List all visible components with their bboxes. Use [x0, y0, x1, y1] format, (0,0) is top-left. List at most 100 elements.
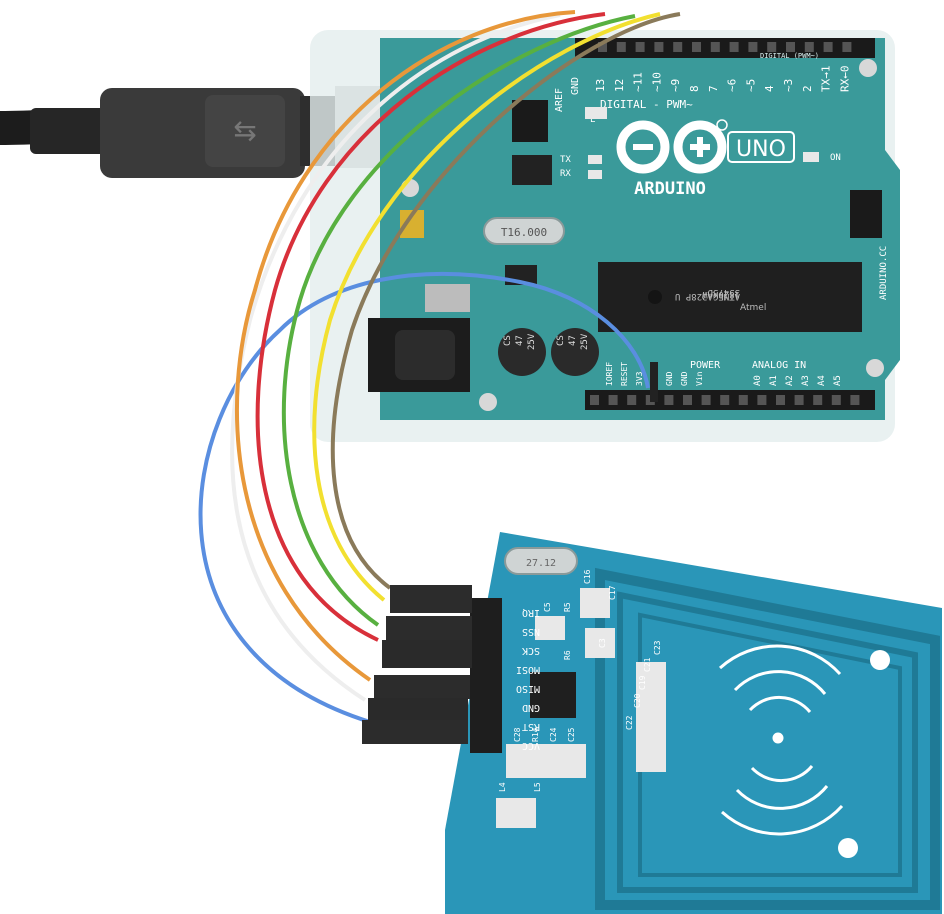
wire-green [281, 14, 636, 627]
rfid-component-label: L4 [498, 782, 507, 792]
digital-pin-hole [729, 42, 739, 52]
header-pin-hole [590, 395, 599, 405]
digital-pin-hole [804, 42, 814, 52]
dupont-connectors [362, 362, 658, 744]
rf-symbol [718, 644, 844, 836]
digital-header-label: DIGITAL (PWM~) [760, 52, 819, 60]
rfid-component-label: C20 [633, 693, 642, 708]
power-pin-label: RESET [620, 362, 629, 386]
svg-text:ATMEGA328P U: ATMEGA328P U [675, 291, 740, 301]
digital-pin-hole [692, 42, 701, 52]
power-pin-label: GND [665, 371, 674, 386]
svg-text:25V: 25V [527, 333, 537, 350]
header-pin-hole [701, 395, 711, 405]
rfid-crystal [504, 547, 578, 575]
digital-label: DIGITAL - PWM~ [600, 98, 693, 111]
digital-pin-hole [710, 42, 720, 52]
capacitor-2: CS 47 25V [551, 328, 599, 376]
wire-white [230, 13, 561, 702]
rfid-pin-label: MISO [516, 683, 540, 694]
site-label: ARDUINO.CC [879, 246, 889, 300]
header-pin-hole [720, 395, 730, 405]
rfid-component-label: C22 [625, 715, 634, 730]
model-label: UNO [736, 137, 786, 162]
on-label: ON [830, 153, 841, 163]
power-pin-label: 3V3 [635, 371, 644, 386]
rfid-component-label: C21 [643, 657, 652, 672]
rfid-component-label: L5 [533, 782, 542, 792]
digital-pin-label: 12 [613, 79, 626, 92]
power-pin-label: IOREF [605, 362, 614, 386]
rfid-component-label: C3 [598, 638, 607, 648]
digital-pin-label: ~3 [782, 79, 795, 92]
digital-pin-hole [748, 42, 758, 52]
rfid-component-label: C25 [567, 727, 576, 742]
wire-blue [198, 272, 650, 724]
rfid-component-label: R14 [531, 727, 540, 742]
power-label: POWER [690, 360, 721, 371]
digital-pin-label: ~6 [726, 79, 739, 92]
digital-pin-hole [823, 42, 833, 52]
rx-label: RX [560, 169, 571, 179]
analog-pin-label: A1 [769, 375, 779, 386]
digital-pin-label: 8 [688, 85, 701, 92]
digital-pin-hole [616, 42, 626, 52]
brand-label: ARDUINO [634, 179, 706, 199]
rfid-component-label: C5 [543, 602, 552, 612]
svg-text:CS: CS [503, 335, 513, 346]
icsp-header [850, 190, 882, 238]
power-pin-label: GND [680, 371, 689, 386]
rfid-pin-label: SCK [522, 645, 540, 656]
svg-text:47: 47 [515, 335, 525, 346]
arduino-logo [616, 119, 728, 174]
wire-yellow [312, 12, 661, 602]
digital-pin-label: ~11 [632, 72, 645, 92]
analog-pin-label: A4 [817, 375, 827, 386]
digital-pin-label: 2 [801, 85, 814, 92]
crystal-label: T16.000 [501, 226, 547, 239]
jumper-wires [198, 10, 681, 724]
rfid-component-label: R5 [563, 602, 572, 612]
antenna-coil [595, 567, 940, 910]
atmega-chip [598, 262, 862, 332]
rfid-chip [530, 672, 576, 718]
rfid-pin-label: NSS [522, 626, 540, 637]
wire-brown [330, 12, 681, 590]
l-label: L [590, 115, 595, 125]
digital-pin-hole [654, 42, 664, 52]
power-pin-label: Vin [695, 371, 704, 386]
digital-header [575, 38, 875, 58]
header-pin-hole [776, 395, 785, 405]
digital-pin-label: 4 [763, 85, 776, 92]
digital-pin-label: TX→1 [820, 66, 833, 93]
svg-text:47: 47 [568, 335, 578, 346]
digital-pin-label: ~5 [744, 79, 757, 92]
digital-pin-label: 13 [594, 79, 607, 92]
analog-pin-label: A5 [833, 375, 843, 386]
header-pin-hole [738, 395, 748, 405]
svg-text:1820KAW: 1820KAW [701, 289, 740, 299]
header-pin-hole [757, 395, 767, 405]
digital-pin-hole [598, 42, 607, 52]
rfid-component-label: C17 [608, 585, 617, 600]
crystal [483, 217, 565, 245]
rfid-pin-label: VCC [522, 740, 540, 751]
capacitor-1: CS 47 25V [498, 328, 546, 376]
wire-red [255, 12, 606, 642]
usb-icon: ⇆ [233, 114, 256, 147]
svg-text:CS: CS [556, 335, 566, 346]
digital-pin-label: ~9 [669, 79, 682, 92]
wire-orange [234, 10, 576, 682]
rfid-pin-label: RST [522, 721, 540, 732]
svg-text:25V: 25V [580, 333, 590, 350]
analog-pin-label: A0 [753, 375, 763, 386]
rfid-component-label: C16 [583, 569, 592, 584]
rfid-component-label: C24 [549, 727, 558, 742]
rfid-component-label: C28 [513, 727, 522, 742]
analog-label: ANALOG IN [752, 360, 806, 371]
digital-pin-label: RX←0 [838, 66, 851, 93]
header-pin-hole [683, 395, 692, 405]
analog-pin-label: A3 [801, 375, 811, 386]
svg-text:35473D: 35473D [707, 287, 740, 297]
